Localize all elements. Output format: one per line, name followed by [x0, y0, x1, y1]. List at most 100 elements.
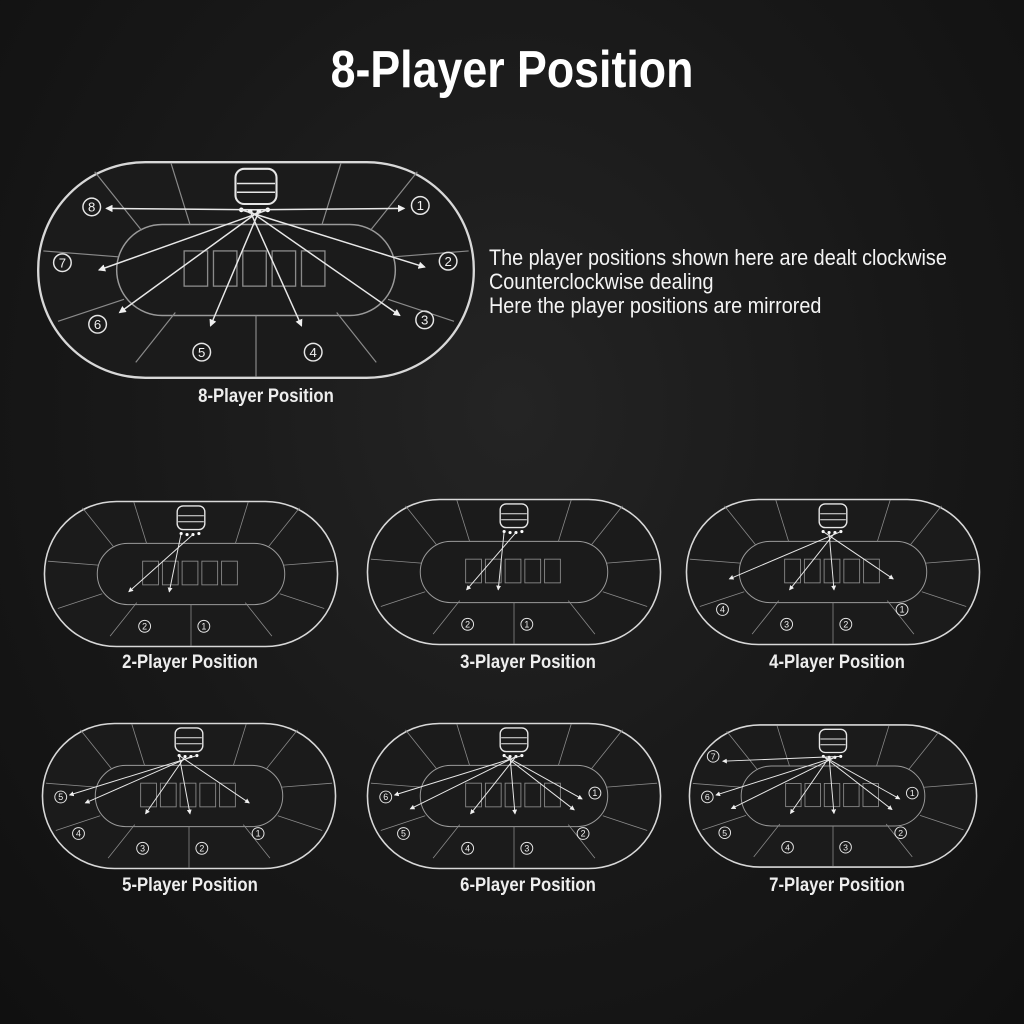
seat-divider	[405, 505, 438, 546]
seat-divider	[109, 602, 138, 637]
svg-text:3: 3	[843, 842, 848, 852]
seat-divider	[57, 298, 125, 322]
seat-number-5: 5	[397, 827, 410, 840]
seat-divider	[699, 591, 745, 607]
seat-number-1: 1	[588, 786, 602, 800]
svg-text:2: 2	[898, 828, 903, 838]
community-card-slot	[221, 560, 238, 586]
seat-number-5: 5	[54, 790, 68, 804]
deal-arrow	[789, 532, 836, 591]
seat-number-1: 1	[520, 617, 534, 631]
seat-divider	[82, 507, 115, 548]
seat-divider	[380, 591, 426, 607]
table-caption-2: 2-Player Position	[122, 652, 258, 673]
table-caption-5: 5-Player Position	[122, 875, 258, 896]
seat-number-3: 3	[136, 841, 150, 855]
seat-number-2: 2	[138, 619, 152, 633]
deal-arrow	[409, 756, 517, 810]
svg-text:5: 5	[401, 829, 406, 839]
seat-number-1: 1	[197, 619, 211, 633]
svg-text:6: 6	[94, 317, 101, 332]
deal-arrow	[105, 204, 268, 213]
seat-divider	[170, 162, 191, 225]
svg-text:2: 2	[444, 254, 451, 269]
seat-divider	[267, 507, 300, 548]
deal-origin-dot	[508, 754, 512, 759]
seat-number-2: 2	[576, 827, 590, 840]
seat-divider	[919, 814, 964, 831]
svg-text:8: 8	[88, 200, 95, 215]
deal-arrow	[97, 209, 268, 272]
svg-text:4: 4	[310, 345, 317, 360]
seat-divider	[606, 782, 658, 788]
seat-divider	[281, 782, 333, 788]
seat-divider	[456, 723, 470, 766]
deal-arrow	[822, 531, 894, 580]
seat-number-6: 6	[379, 790, 393, 804]
seat-divider	[606, 558, 658, 564]
seat-divider	[233, 723, 247, 766]
seat-number-4: 4	[72, 827, 85, 840]
deal-arrow	[145, 756, 186, 815]
community-card-slot	[219, 782, 236, 808]
seat-divider	[590, 505, 623, 546]
seat-divider	[277, 815, 323, 831]
outer-rail	[43, 500, 339, 648]
community-card-slot	[784, 558, 801, 584]
table-caption-7: 7-Player Position	[769, 875, 905, 896]
dealer-shoe-icon	[176, 505, 206, 531]
seat-divider	[726, 730, 758, 771]
deal-arrow	[828, 757, 837, 815]
svg-text:1: 1	[592, 788, 597, 798]
page-title: 8-Player Position	[330, 41, 694, 99]
outer-rail	[366, 722, 662, 870]
seat-divider	[909, 505, 942, 546]
seat-divider	[283, 560, 335, 566]
seat-number-5: 5	[718, 826, 732, 840]
seat-divider	[558, 499, 572, 542]
seat-divider	[336, 312, 377, 363]
table-caption-8: 8-Player Position	[198, 386, 334, 407]
deal-arrow	[790, 757, 830, 815]
community-card-slot	[785, 782, 802, 808]
seat-divider	[380, 815, 426, 831]
seat-divider	[689, 558, 741, 564]
seat-number-2: 2	[839, 617, 853, 631]
seat-divider	[47, 560, 99, 566]
community-card-slot	[183, 250, 209, 287]
deal-arrow	[715, 756, 836, 797]
deal-arrow	[823, 755, 901, 800]
community-card-slot	[823, 558, 841, 584]
seat-divider	[393, 250, 469, 258]
table-caption-4: 4-Player Position	[769, 652, 905, 673]
svg-text:4: 4	[720, 605, 725, 615]
deal-arrow	[823, 755, 893, 811]
svg-text:3: 3	[784, 619, 789, 629]
seat-divider	[692, 783, 743, 788]
dealer-shoe-icon	[818, 728, 848, 754]
seat-divider	[242, 824, 271, 859]
deal-origin-dot	[520, 753, 524, 758]
seat-number-2: 2	[438, 251, 458, 271]
svg-text:7: 7	[59, 255, 66, 270]
svg-text:2: 2	[581, 829, 586, 839]
community-card-slot	[544, 558, 561, 584]
deal-arrow	[209, 211, 260, 327]
seat-divider	[135, 312, 176, 363]
deal-arrow	[503, 755, 583, 800]
svg-text:3: 3	[140, 843, 145, 853]
seat-divider	[107, 824, 136, 859]
seat-divider	[131, 723, 145, 766]
seat-divider	[602, 591, 648, 607]
svg-text:1: 1	[900, 605, 905, 615]
svg-text:1: 1	[524, 619, 529, 629]
community-card-slot	[862, 782, 879, 808]
seat-divider	[590, 729, 623, 770]
seat-number-4: 4	[303, 342, 323, 362]
seat-number-6: 6	[701, 790, 714, 804]
dealer-shoe-icon	[234, 167, 278, 206]
svg-text:3: 3	[421, 313, 428, 328]
seat-number-7: 7	[52, 253, 72, 273]
deal-arrow	[241, 204, 406, 213]
